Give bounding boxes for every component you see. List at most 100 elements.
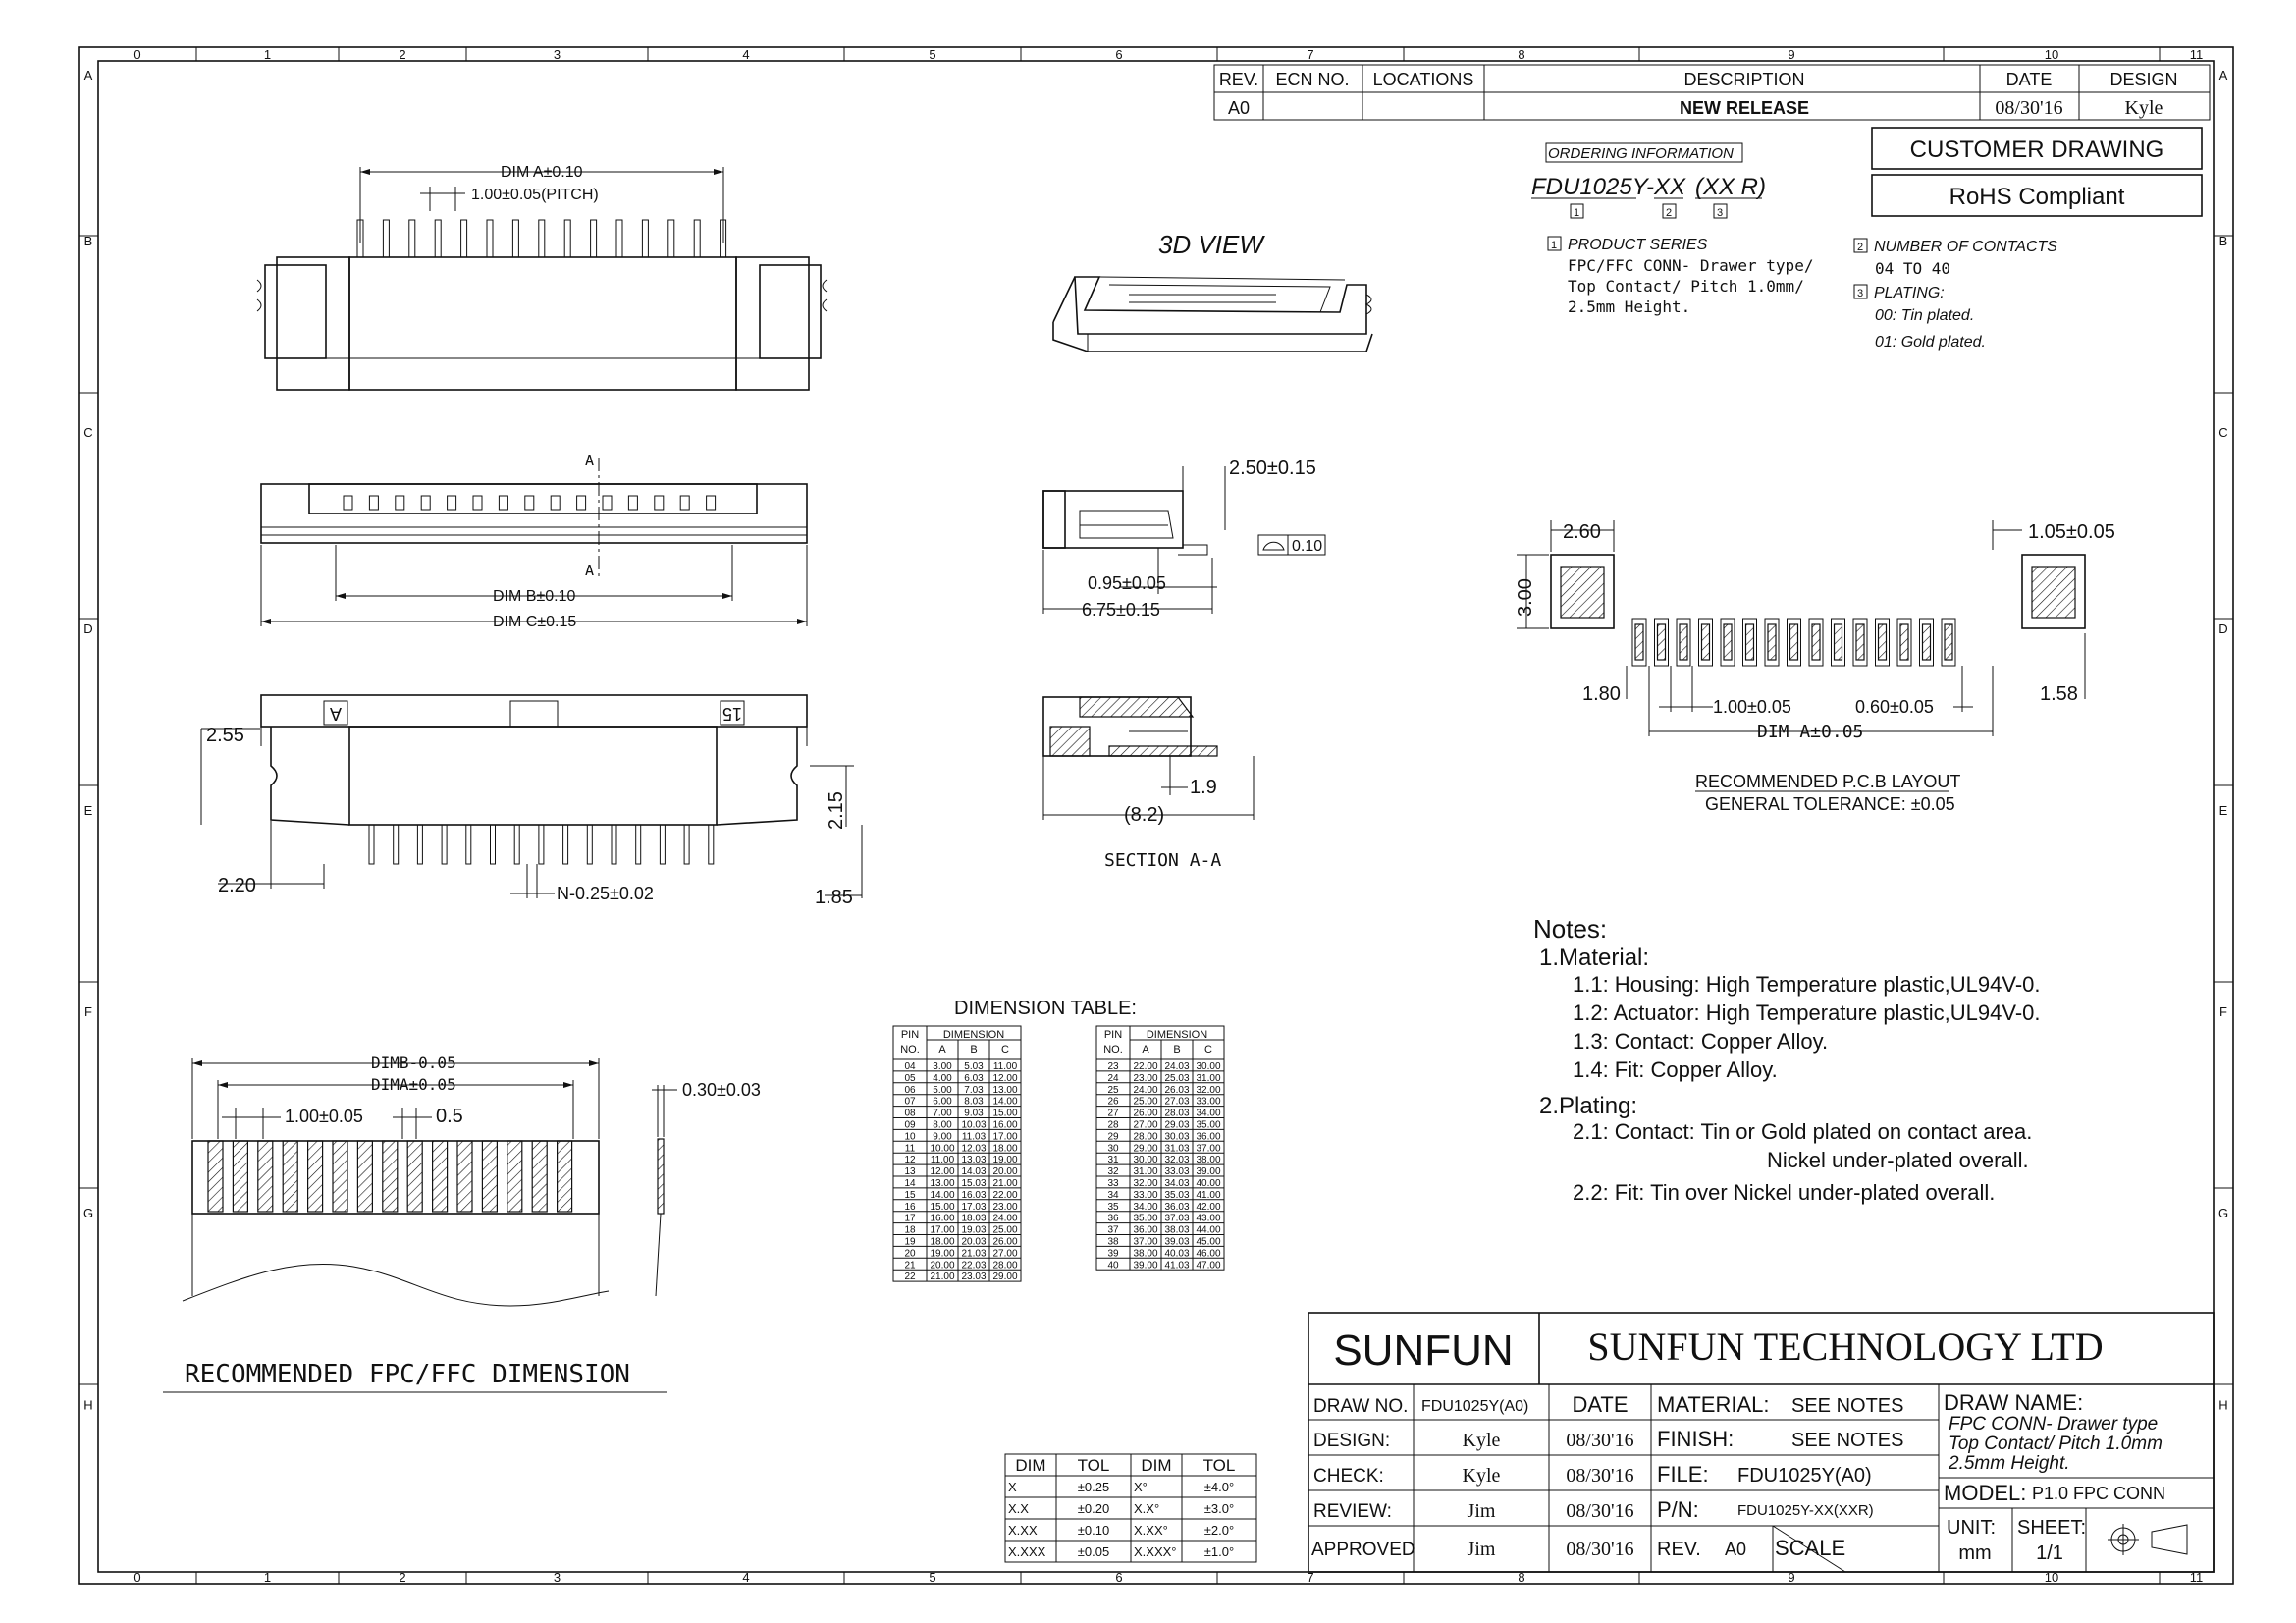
dim-table-cell: 35 bbox=[1107, 1202, 1119, 1213]
row-zone-label: A bbox=[2219, 68, 2228, 82]
dim-1-9: 1.9 bbox=[1190, 777, 1217, 798]
dim-table-cell: 5.00 bbox=[933, 1085, 952, 1096]
dim-table-cell: 27.00 bbox=[1133, 1120, 1157, 1131]
product-series-line-2: Top Contact/ Pitch 1.0mm/ bbox=[1568, 277, 1804, 296]
approved-value: Jim bbox=[1468, 1539, 1496, 1560]
dim-table-cell: 8.00 bbox=[933, 1120, 952, 1131]
notes-plating: 2.Plating: bbox=[1539, 1093, 1637, 1119]
dim-table-cell: 17 bbox=[904, 1214, 916, 1224]
pcb-pad-hatch bbox=[1744, 623, 1755, 661]
dim-table-cell: 27 bbox=[1107, 1109, 1119, 1119]
pcb-pad bbox=[1654, 618, 1669, 667]
pcb-layout-drawing: 2.60 1.05±0.05 3.00 1.80 1.00±0.05 0.60±… bbox=[1515, 520, 2115, 814]
dim-table-cell: 33.00 bbox=[1133, 1190, 1157, 1201]
dim-table-cell: 34.03 bbox=[1164, 1178, 1189, 1189]
pcb-dim-a: DIM A±0.05 bbox=[1757, 722, 1863, 742]
dim-table-cell: 36.00 bbox=[1133, 1225, 1157, 1236]
rev-value: A0 bbox=[1228, 98, 1250, 118]
file-label: FILE: bbox=[1657, 1462, 1709, 1487]
dim-table-cell: 25.00 bbox=[992, 1225, 1017, 1236]
row-zone-label: D bbox=[83, 622, 92, 636]
draw-name-line-3: 2.5mm Height. bbox=[1948, 1453, 2070, 1474]
dim-table-cell: 08 bbox=[904, 1109, 916, 1119]
row-zone-label: D bbox=[2218, 622, 2227, 636]
fpc-finger bbox=[307, 1140, 324, 1213]
approved-date: 08/30'16 bbox=[1566, 1539, 1633, 1560]
sheet-value: 1/1 bbox=[2036, 1542, 2063, 1564]
tolerance-cell: ±1.0° bbox=[1204, 1544, 1234, 1559]
dim-table-cell: 41.00 bbox=[1196, 1190, 1220, 1201]
company-name: SUNFUN TECHNOLOGY LTD bbox=[1587, 1325, 2103, 1369]
column-zone-label: 0 bbox=[133, 47, 140, 62]
dim-table-cell: 39 bbox=[1107, 1248, 1119, 1259]
dim-table-cell: 34.00 bbox=[1133, 1202, 1157, 1213]
pcb-dim-1-05: 1.05±0.05 bbox=[2028, 521, 2115, 543]
dim-table-cell: 28.00 bbox=[992, 1260, 1017, 1271]
dim-table-cell: 26.03 bbox=[1164, 1085, 1189, 1096]
rev-value: A0 bbox=[1725, 1540, 1746, 1559]
pcb-pad bbox=[1919, 618, 1934, 667]
contact-pad bbox=[395, 495, 405, 511]
column-zone-label: 4 bbox=[742, 1570, 749, 1585]
dim-table-header: DIMENSION bbox=[943, 1029, 1004, 1041]
dim-table-cell: 34.00 bbox=[1196, 1109, 1220, 1119]
fpc-finger bbox=[531, 1140, 548, 1213]
contact-leg bbox=[416, 824, 423, 865]
dim-table-cell: 05 bbox=[904, 1073, 916, 1084]
dim-table-cell: 31.00 bbox=[1133, 1166, 1157, 1177]
dim-table-cell: 31.03 bbox=[1164, 1143, 1189, 1154]
pcb-dim-1-80: 1.80 bbox=[1582, 683, 1621, 705]
dim-table-header: A bbox=[1142, 1044, 1149, 1055]
plan-view-drawing: A A DIM B±0.10 DIM C±0.15 bbox=[260, 452, 808, 630]
dim-table-cell: 20.00 bbox=[992, 1166, 1017, 1177]
dim-table-cell: 20.00 bbox=[930, 1260, 954, 1271]
dim-table-cell: 13.03 bbox=[961, 1155, 986, 1165]
dim-table-cell: 24.03 bbox=[1164, 1061, 1189, 1072]
pcb-pad-hatch bbox=[1877, 623, 1888, 661]
dim-0-95: 0.95±0.05 bbox=[1088, 573, 1166, 593]
dim-table-cell: 13.00 bbox=[992, 1085, 1017, 1096]
dim-table-cell: 04 bbox=[904, 1061, 916, 1072]
contact-leg bbox=[562, 824, 569, 865]
dim-table-cell: 14.00 bbox=[930, 1190, 954, 1201]
contact-pin bbox=[434, 219, 442, 258]
dim-table-cell: 9.03 bbox=[964, 1109, 984, 1119]
notes-p2: 2.2: Fit: Tin over Nickel under-plated o… bbox=[1573, 1180, 1995, 1205]
dim-table-cell: 23.00 bbox=[1133, 1073, 1157, 1084]
tolerance-cell: ±0.25 bbox=[1078, 1480, 1109, 1494]
fpc-dim-1-00: 1.00±0.05 bbox=[285, 1107, 363, 1126]
dim-table-cell: 16.00 bbox=[930, 1214, 954, 1224]
pcb-pad-hatch bbox=[1767, 623, 1777, 661]
dim-table-cell: 21 bbox=[904, 1260, 916, 1271]
contact-pad bbox=[602, 495, 613, 511]
fpc-finger bbox=[481, 1140, 498, 1213]
dim-table-cell: 07 bbox=[904, 1097, 916, 1108]
fpc-finger bbox=[207, 1140, 224, 1213]
review-value: Jim bbox=[1468, 1500, 1496, 1522]
dim-table-cell: 10 bbox=[904, 1131, 916, 1142]
pcb-pad-hatch bbox=[1944, 623, 1953, 661]
pcb-pad bbox=[1720, 618, 1735, 667]
dim-table-cell: 13.00 bbox=[930, 1178, 954, 1189]
fpc-finger bbox=[232, 1140, 248, 1213]
contact-pin bbox=[667, 219, 675, 258]
column-zone-label: 6 bbox=[1115, 1570, 1122, 1585]
dim-table-cell: 20.03 bbox=[961, 1237, 986, 1248]
material-value: SEE NOTES bbox=[1791, 1395, 1903, 1417]
ordering-information: ORDERING INFORMATION FDU1025Y- XX (XX R)… bbox=[1531, 142, 2057, 351]
dim-2-15: 2.15 bbox=[826, 791, 847, 830]
projection-symbol-icon bbox=[2108, 1524, 2188, 1555]
rev-label: REV. bbox=[1657, 1539, 1701, 1560]
dim-table-cell: 38.03 bbox=[1164, 1225, 1189, 1236]
column-zone-label: 0 bbox=[133, 1570, 140, 1585]
check-date: 08/30'16 bbox=[1566, 1465, 1633, 1487]
tolerance-cell: X.X° bbox=[1134, 1501, 1159, 1516]
pcb-pad-hatch bbox=[1921, 623, 1932, 661]
dim-table-cell: 22.00 bbox=[992, 1190, 1017, 1201]
dim-table-cell: 19.00 bbox=[992, 1155, 1017, 1165]
tolerance-cell: X bbox=[1008, 1480, 1017, 1494]
check-value: Kyle bbox=[1463, 1465, 1501, 1487]
fpc-finger bbox=[507, 1140, 523, 1213]
dim-table-cell: 21.00 bbox=[992, 1178, 1017, 1189]
column-zone-label: 4 bbox=[742, 47, 749, 62]
